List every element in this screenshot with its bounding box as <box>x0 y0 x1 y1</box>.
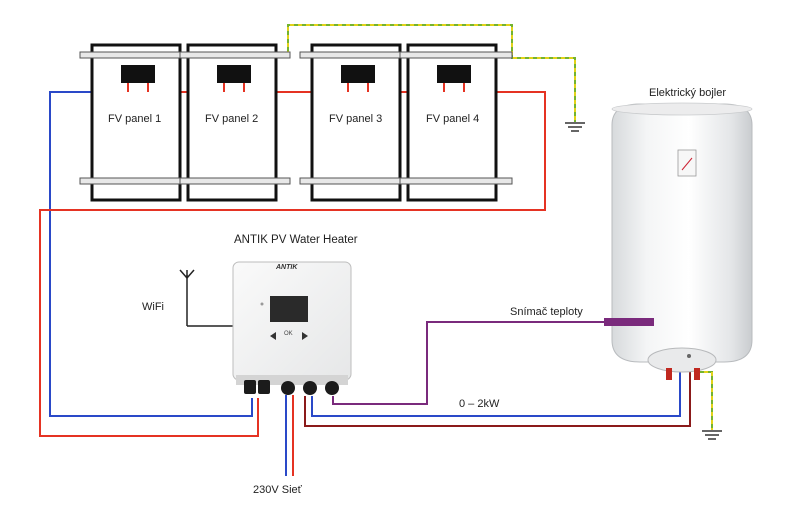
pv-panel-1 <box>79 43 193 202</box>
antenna-icon <box>179 269 233 327</box>
arrow-right-icon <box>302 332 308 340</box>
mains-label: 230V Sieť <box>253 484 302 496</box>
heater-output-wires <box>304 372 691 427</box>
junction-box-icon <box>437 65 471 83</box>
electric-boiler <box>611 102 753 380</box>
panel-label-1: FV panel 1 <box>108 113 162 125</box>
device-ok-button: OK <box>284 331 293 337</box>
pv-panel-3 <box>299 43 411 202</box>
mains-wires <box>285 395 294 476</box>
controller-device <box>232 261 352 395</box>
device-brand-logo: ANTIK <box>276 264 298 271</box>
cold-water-pipe-icon <box>694 368 700 380</box>
ground-symbol-boiler <box>702 430 722 440</box>
junction-box-icon <box>217 65 251 83</box>
status-led-icon <box>260 302 264 306</box>
pv-panel-4 <box>399 43 513 202</box>
device-connectors <box>244 380 339 395</box>
dc-negative-wire <box>49 91 253 417</box>
arrow-left-icon <box>270 332 276 340</box>
junction-box-icon <box>121 65 155 83</box>
power-label: 0 – 2kW <box>459 398 500 410</box>
sensor-label: Snímač teploty <box>510 306 583 318</box>
ground-wire-panels <box>287 24 576 122</box>
junction-box-icon <box>341 65 375 83</box>
dc-positive-wire <box>39 91 546 437</box>
panel-label-3: FV panel 3 <box>329 113 383 125</box>
ground-symbol-panels <box>565 122 585 132</box>
boiler-label: Elektrický bojler <box>649 87 727 99</box>
pv-panel-2 <box>179 43 291 202</box>
device-title: ANTIK PV Water Heater <box>234 234 358 246</box>
temperature-probe-icon <box>604 318 654 326</box>
panel-label-2: FV panel 2 <box>205 113 259 125</box>
hot-water-pipe-icon <box>666 368 672 380</box>
panel-series-links <box>127 83 465 92</box>
device-display <box>270 296 308 322</box>
thermostat-icon <box>677 149 697 177</box>
sensor-wire <box>332 321 604 405</box>
ground-wire-boiler <box>696 371 713 430</box>
panel-label-4: FV panel 4 <box>426 113 480 125</box>
wifi-label: WiFi <box>142 301 164 313</box>
